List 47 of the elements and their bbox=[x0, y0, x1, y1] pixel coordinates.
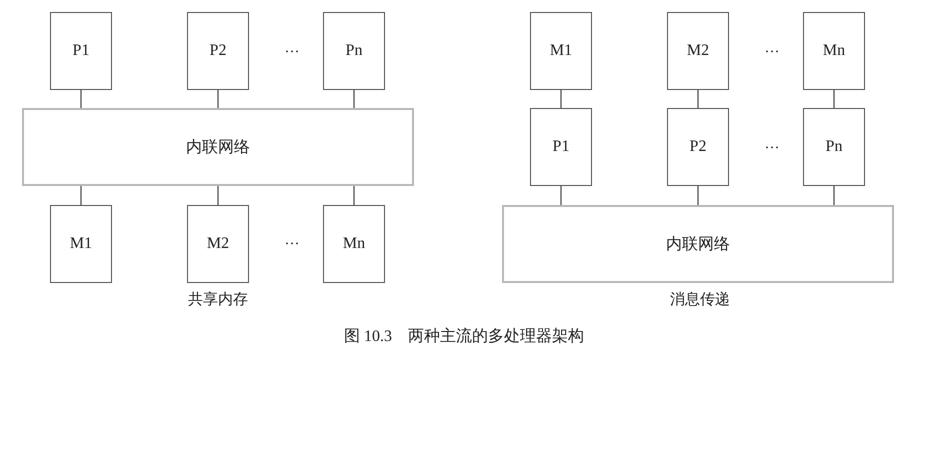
unit-box bbox=[50, 12, 112, 90]
ellipsis-label: … bbox=[764, 40, 780, 57]
connector-line bbox=[560, 186, 562, 205]
caption: 图 10.3 两种主流的多处理器架构 bbox=[343, 326, 585, 347]
unit-box bbox=[803, 108, 865, 186]
ellipsis-label: … bbox=[284, 40, 300, 57]
node-label: Pn bbox=[826, 138, 842, 156]
connector-line bbox=[833, 186, 835, 205]
connector-line bbox=[217, 186, 219, 205]
node-label: 内联网络 bbox=[666, 234, 730, 254]
node-label: P2 bbox=[210, 42, 226, 60]
interconnect-band bbox=[22, 108, 414, 186]
node-label: M1 bbox=[70, 235, 92, 253]
node-label: M2 bbox=[686, 42, 710, 60]
connector-line bbox=[560, 90, 562, 108]
connector-line bbox=[697, 186, 699, 205]
unit-box bbox=[530, 108, 592, 186]
interconnect-band bbox=[502, 205, 894, 283]
ellipsis-label: … bbox=[284, 232, 300, 249]
connector-line bbox=[217, 90, 219, 108]
unit-box bbox=[803, 12, 865, 90]
node-label: P2 bbox=[690, 138, 706, 156]
unit-box bbox=[530, 12, 592, 90]
connector-line bbox=[353, 186, 355, 205]
node-label: M2 bbox=[206, 235, 230, 253]
connector-line bbox=[697, 90, 699, 108]
unit-box bbox=[187, 205, 249, 283]
unit-box bbox=[667, 12, 729, 90]
group-label: 消息传递 bbox=[670, 290, 730, 309]
unit-box bbox=[50, 205, 112, 283]
node-label: 内联网络 bbox=[186, 138, 250, 158]
node-label: P1 bbox=[552, 138, 570, 156]
ellipsis-label: … bbox=[764, 136, 780, 153]
node-label: Mn bbox=[342, 235, 366, 253]
node-label: Pn bbox=[346, 42, 362, 60]
unit-box bbox=[187, 12, 249, 90]
group-label: 共享内存 bbox=[188, 290, 248, 309]
unit-box bbox=[323, 205, 385, 283]
connector-line bbox=[353, 90, 355, 108]
node-label: Mn bbox=[822, 42, 846, 60]
connector-line bbox=[80, 90, 82, 108]
connector-line bbox=[833, 90, 835, 108]
unit-box bbox=[667, 108, 729, 186]
node-label: M1 bbox=[550, 42, 572, 60]
node-label: P1 bbox=[72, 42, 90, 60]
connector-line bbox=[80, 186, 82, 205]
unit-box bbox=[323, 12, 385, 90]
